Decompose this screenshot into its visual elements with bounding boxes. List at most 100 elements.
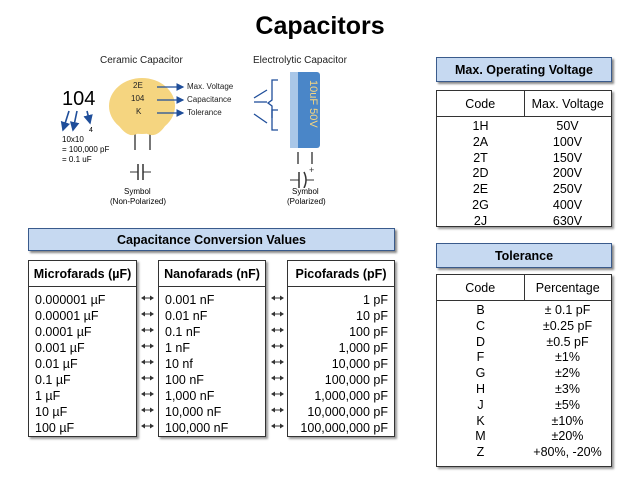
tolerance-row: K ±10%	[437, 414, 611, 430]
voltage-value: 630V	[552, 213, 583, 228]
conversion-arrow	[271, 375, 284, 381]
tolerance-row: J ±5%	[437, 398, 611, 414]
tolerance-value: ±20%	[551, 429, 584, 444]
voltage-code: 2A	[472, 134, 489, 149]
tolerance-value: ±0.25 pF	[542, 318, 593, 333]
conversion-value: 0.001 nF	[165, 293, 215, 307]
tolerance-value: ±0.5 pF	[546, 334, 589, 349]
conversion-arrow	[271, 423, 284, 429]
nanofarads-column: Nanofarads (nF) 0.001 nF 0.01 nF 0.1 nF 1 n…	[158, 260, 266, 437]
exponent-power: 4	[89, 127, 93, 134]
conversion-header: Capacitance Conversion Values	[28, 228, 395, 251]
conversion-arrow	[141, 311, 154, 317]
conversion-value: 0.01 nF	[165, 309, 208, 323]
equals-pf: = 100,000 pF	[62, 145, 110, 154]
conversion-value: 0.1 nF	[165, 325, 201, 339]
tolerance-callout: Tolerance	[187, 108, 222, 117]
polar-symbol-sub: (Polarized)	[287, 197, 326, 206]
voltage-row: 2A 100V	[437, 135, 611, 151]
conversion-arrow	[271, 295, 284, 301]
conversion-arrow	[141, 391, 154, 397]
tolerance-code: G	[475, 366, 486, 381]
voltage-code: 2E	[472, 182, 489, 197]
voltage-value: 400V	[552, 197, 583, 212]
ceramic-body-line-2: 104	[131, 94, 145, 103]
conversion-value: 10 nf	[165, 357, 193, 371]
tolerance-row: G ±2%	[437, 366, 611, 382]
voltage-code: 2G	[472, 197, 489, 212]
electrolytic-capacitor-illustration: 10uF 50V +	[253, 72, 320, 188]
ceramic-capacitor-label: Ceramic Capacitor	[100, 55, 183, 66]
conversion-arrow	[141, 295, 154, 301]
conversion-arrow	[271, 343, 284, 349]
voltage-row: 2T 150V	[437, 151, 611, 167]
equals-uf: = 0.1 uF	[62, 155, 92, 164]
conversion-value: 10 µF	[35, 405, 68, 419]
conversion-arrow	[141, 327, 154, 333]
tolerance-code: D	[475, 334, 486, 349]
voltage-value: 100V	[552, 134, 583, 149]
tolerance-code: Z	[476, 445, 485, 460]
tolerance-value: +80%, -20%	[533, 445, 602, 460]
tolerance-code: H	[475, 381, 486, 396]
conversion-value: 1 nF	[165, 341, 191, 355]
ceramic-body-line-1: 2E	[133, 81, 143, 90]
voltage-row: 2E 250V	[437, 182, 611, 198]
tolerance-value: ±2%	[555, 366, 580, 381]
voltage-value: 50V	[556, 119, 579, 133]
tolerance-code: J	[477, 397, 484, 412]
conversion-value: 0.0001 µF	[35, 325, 92, 339]
polar-symbol-label: Symbol	[292, 187, 319, 196]
conversion-arrows	[141, 295, 284, 429]
tolerance-row: C±0.25 pF	[437, 319, 611, 335]
voltage-code: 2D	[472, 166, 489, 181]
tolerance-row: F ±1%	[437, 350, 611, 366]
conversion-arrow	[141, 423, 154, 429]
tolerance-row: B± 0.1 pF	[437, 303, 611, 319]
conversion-arrow	[271, 311, 284, 317]
tolerance-value: ±1%	[555, 350, 580, 365]
tolerance-code: B	[476, 303, 485, 317]
nanofarads-title: Nanofarads (nF)	[159, 261, 265, 287]
max-voltage-callout: Max. Voltage	[187, 82, 234, 91]
conversion-value: 0.1 µF	[35, 373, 71, 387]
tolerance-code: F	[476, 350, 485, 365]
voltage-code: 1H	[472, 119, 489, 133]
tolerance-value: ±3%	[555, 381, 580, 396]
conversion-value: 1,000 nF	[165, 389, 215, 403]
conversion-value: 100,000,000 pF	[300, 421, 388, 435]
conversion-value: 10,000,000 pF	[307, 405, 388, 419]
conversion-arrow	[271, 327, 284, 333]
voltage-code: 2T	[473, 150, 488, 165]
capacitance-callout: Capacitance	[187, 95, 232, 104]
tolerance-row: D ±0.5 pF	[437, 335, 611, 351]
tolerance-header: Tolerance	[436, 243, 612, 268]
voltage-col-value: Max. Voltage	[523, 91, 612, 116]
conversion-value: 0.001 µF	[35, 341, 85, 355]
conversion-value: 1 µF	[35, 389, 61, 403]
voltage-row: 2G 400V	[437, 198, 611, 214]
voltage-value: 250V	[552, 182, 583, 197]
voltage-header: Max. Operating Voltage	[436, 57, 612, 82]
conversion-value: 1 pF	[362, 293, 388, 307]
tolerance-code: M	[475, 429, 486, 444]
conversion-value: 10 pF	[356, 309, 388, 323]
exponent-base: 10x10	[62, 135, 84, 144]
voltage-col-code: Code	[465, 96, 496, 111]
voltage-row: 1H 50V	[437, 119, 611, 135]
conversion-value: 100 pF	[349, 325, 388, 339]
tolerance-row: Z +80%, -20%	[437, 445, 611, 461]
conversion-arrow	[141, 343, 154, 349]
tolerance-value: ±10%	[551, 413, 584, 428]
tolerance-row: M ±20%	[437, 429, 611, 445]
tolerance-value: ±5%	[555, 397, 580, 412]
tolerance-code: K	[476, 413, 485, 428]
voltage-value: 150V	[552, 150, 583, 165]
conversion-value: 1,000,000 pF	[314, 389, 388, 403]
conversion-arrow	[141, 407, 154, 413]
conversion-value: 0.01 µF	[35, 357, 78, 371]
